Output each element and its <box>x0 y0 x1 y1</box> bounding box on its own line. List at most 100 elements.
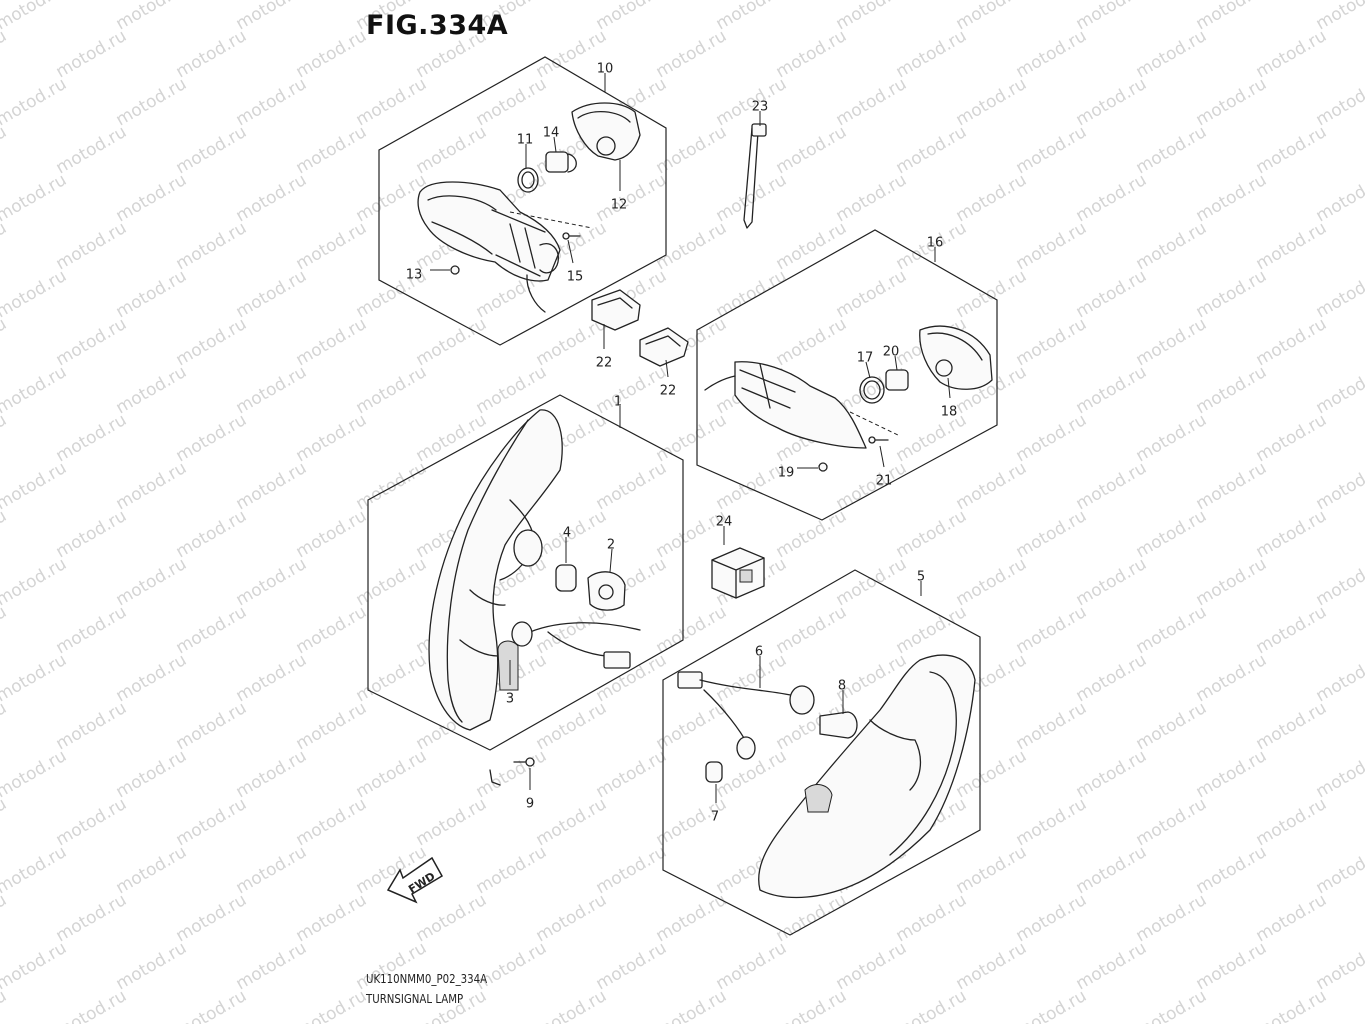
callout-c15: 15 <box>567 239 584 285</box>
watermark-text: motod.ru <box>473 74 551 130</box>
watermark-text: motod.ru <box>353 362 431 418</box>
watermark-text: motod.ru <box>893 26 971 82</box>
watermark-text: motod.ru <box>113 746 191 802</box>
watermark-text: motod.ru <box>0 602 10 658</box>
watermark-text: motod.ru <box>773 986 851 1024</box>
clip-22-lower <box>639 327 689 367</box>
callout-c14: 14 <box>543 126 559 153</box>
watermark-text: motod.ru <box>0 458 70 514</box>
watermark-text: motod.ru <box>533 602 611 658</box>
watermark-text: motod.ru <box>833 266 911 322</box>
callout-number: 22 <box>596 356 613 371</box>
watermark-text: motod.ru <box>233 362 311 418</box>
watermark-text: motod.ru <box>173 794 251 850</box>
callout-number: 1 <box>614 395 622 410</box>
callout-c5: 5 <box>917 570 925 596</box>
watermark-text: motod.ru <box>593 458 671 514</box>
watermark-text: motod.ru <box>1013 410 1091 466</box>
watermark-text: motod.ru <box>293 218 371 274</box>
watermark-text: motod.ru <box>713 170 791 226</box>
callout-number: 10 <box>597 62 614 77</box>
watermark-text: motod.ru <box>533 794 611 850</box>
watermark-text: motod.ru <box>953 938 1031 994</box>
watermark-text: motod.ru <box>0 842 70 898</box>
watermark-text: motod.ru <box>713 266 791 322</box>
watermark-text: motod.ru <box>413 314 491 370</box>
watermark-text: motod.ru <box>233 74 311 130</box>
callout-c21: 21 <box>876 445 893 489</box>
watermark-text: motod.ru <box>1313 458 1365 514</box>
watermark-text: motod.ru <box>713 650 791 706</box>
callout-number: 6 <box>755 645 763 660</box>
assembly-box-1 <box>367 394 684 786</box>
watermark-text: motod.ru <box>1073 74 1151 130</box>
watermark-text: motod.ru <box>0 410 10 466</box>
watermark-text: motod.ru <box>833 74 911 130</box>
watermark-text: motod.ru <box>1313 842 1365 898</box>
watermark-text: motod.ru <box>653 218 731 274</box>
watermark-text: motod.ru <box>0 218 10 274</box>
callout-number: 21 <box>876 474 893 489</box>
watermark-text: motod.ru <box>893 986 971 1024</box>
leader-line <box>609 548 613 573</box>
band-23 <box>743 123 767 229</box>
watermark-text: motod.ru <box>173 986 251 1024</box>
callout-c9: 9 <box>526 768 534 812</box>
watermark-text: motod.ru <box>173 410 251 466</box>
callout-number: 2 <box>607 538 615 553</box>
watermark-text: motod.ru <box>413 890 491 946</box>
watermark-text: motod.ru <box>173 506 251 562</box>
watermark-text: motod.ru <box>293 698 371 754</box>
watermark-text: motod.ru <box>533 506 611 562</box>
watermark-text: motod.ru <box>1133 698 1211 754</box>
watermark-text: motod.ru <box>1073 938 1151 994</box>
watermark-text: motod.ru <box>1013 794 1091 850</box>
watermark-text: motod.ru <box>1313 170 1365 226</box>
watermark-text: motod.ru <box>653 602 731 658</box>
watermark-text: motod.ru <box>1193 458 1271 514</box>
watermark-text: motod.ru <box>113 74 191 130</box>
watermark-text: motod.ru <box>953 74 1031 130</box>
watermark-text: motod.ru <box>653 986 731 1024</box>
watermark-text: motod.ru <box>0 650 70 706</box>
watermark-text: motod.ru <box>413 122 491 178</box>
watermark-text: motod.ru <box>833 554 911 610</box>
watermark-text: motod.ru <box>893 410 971 466</box>
watermark-text: motod.ru <box>893 890 971 946</box>
watermark-text: motod.ru <box>113 266 191 322</box>
callout-c12: 12 <box>611 160 627 213</box>
watermark-text: motod.ru <box>1253 314 1331 370</box>
callout-number: 8 <box>838 679 846 694</box>
watermark-text: motod.ru <box>0 506 10 562</box>
leader-line <box>894 355 898 371</box>
callout-number: 19 <box>778 466 795 481</box>
watermark-text: motod.ru <box>1133 26 1211 82</box>
watermark-text: motod.ru <box>1013 314 1091 370</box>
watermark-text: motod.ru <box>1193 842 1271 898</box>
watermark-text: motod.ru <box>953 170 1031 226</box>
watermark-text: motod.ru <box>0 554 70 610</box>
watermark-text: motod.ru <box>53 314 131 370</box>
watermark-text: motod.ru <box>653 26 731 82</box>
watermark-text: motod.ru <box>1313 938 1365 994</box>
callout-number: 15 <box>567 270 584 285</box>
watermark-text: motod.ru <box>833 0 911 34</box>
watermark-text: motod.ru <box>113 554 191 610</box>
watermark-text: motod.ru <box>0 170 70 226</box>
watermark-text: motod.ru <box>1133 986 1211 1024</box>
watermark-text: motod.ru <box>0 362 70 418</box>
watermark-text: motod.ru <box>233 458 311 514</box>
callout-number: 18 <box>941 405 958 420</box>
watermark-text: motod.ru <box>1133 890 1211 946</box>
watermark-text: motod.ru <box>953 458 1031 514</box>
watermark-text: motod.ru <box>113 170 191 226</box>
watermark-text: motod.ru <box>0 26 10 82</box>
callout-c19: 19 <box>778 466 818 481</box>
watermark-text: motod.ru <box>1013 986 1091 1024</box>
watermark-text: motod.ru <box>773 506 851 562</box>
callout-number: 16 <box>927 236 944 251</box>
watermark-text: motod.ru <box>1253 890 1331 946</box>
watermark-text: motod.ru <box>293 890 371 946</box>
watermark-text: motod.ru <box>293 122 371 178</box>
watermark-text: motod.ru <box>53 26 131 82</box>
